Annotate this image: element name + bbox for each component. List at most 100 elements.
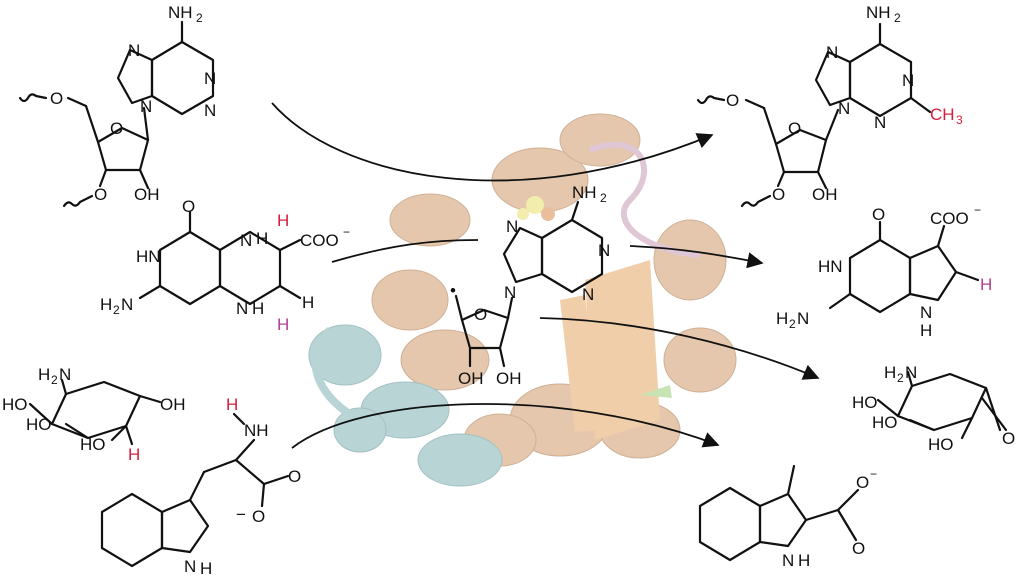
label-coo: COO	[930, 209, 969, 228]
atom-n: N	[826, 43, 838, 62]
sam-ligand-sticks	[517, 196, 555, 221]
atom-o: O	[1002, 429, 1015, 448]
atom-o: O	[772, 185, 785, 204]
arrow-preq0	[331, 239, 479, 263]
label-oh: OH	[134, 185, 160, 204]
atom-n: N	[184, 557, 196, 576]
atom-o: O	[474, 305, 487, 324]
label-h-red: H	[277, 211, 289, 230]
atom-n: N	[236, 299, 248, 318]
atom-o: O	[50, 89, 63, 108]
label-sub-2: 2	[113, 303, 120, 317]
label-ho: HO	[26, 415, 52, 434]
atom-n: N	[204, 69, 216, 88]
atom-n: N	[506, 217, 518, 236]
label-h2n: H	[776, 309, 788, 328]
label-oh: OH	[496, 369, 522, 388]
radical-dot: •	[450, 281, 456, 300]
label-h: H	[920, 321, 932, 340]
label-h-magenta: H	[980, 275, 992, 294]
label-ho: HO	[2, 395, 28, 414]
adenosine-substrate: NH 2 N N N N O O OH O	[18, 3, 216, 208]
protein-structure	[308, 113, 737, 487]
label-h2n: H	[100, 295, 112, 314]
atom-n: N	[838, 99, 850, 118]
label-h: H	[252, 299, 264, 318]
label-ho: HO	[80, 435, 106, 454]
label-h: H	[200, 559, 212, 578]
methylated-adenosine-product: NH 2 N N N N CH 3 O O OH O	[696, 3, 963, 208]
orange-beta-sheet	[560, 260, 660, 440]
label-sub-2: 2	[789, 317, 796, 331]
adenosyl-radical: NH 2 N N N N O • OH OH	[450, 183, 610, 388]
atom-n: N	[598, 241, 610, 260]
label-nh2: NH	[572, 183, 597, 202]
label-h-red: H	[128, 445, 140, 464]
label-ch3: CH	[930, 105, 955, 124]
atom-n: N	[902, 71, 914, 90]
teal-domain	[308, 324, 503, 487]
label-minus: −	[236, 505, 246, 524]
arrow-methylation	[271, 102, 714, 182]
atom-o: O	[788, 119, 801, 138]
deazaguanine-product: O HN COO − H N H H 2 N	[776, 203, 992, 340]
label-nh2: NH	[866, 3, 891, 22]
atom-o: O	[872, 205, 885, 224]
label-hn: HN	[136, 247, 161, 266]
arrow-deoxystreptamine	[539, 317, 820, 380]
label-minus: −	[870, 467, 877, 481]
label-ho: HO	[928, 435, 954, 454]
label-coo: COO	[300, 231, 339, 250]
atom-o: O	[94, 185, 107, 204]
atom-o: O	[726, 91, 739, 110]
label-h2n: H	[38, 365, 50, 384]
atom-n: N	[128, 41, 140, 60]
tryptophan-substrate: N H H NH H O − O	[100, 395, 301, 578]
label-oh: OH	[160, 395, 186, 414]
label-h-magenta: H	[277, 315, 289, 334]
label-h: H	[798, 551, 810, 570]
label-sub-2: 2	[51, 373, 58, 387]
label-sub-2: 2	[897, 371, 904, 385]
atom-n: N	[59, 365, 71, 384]
atom-n: N	[905, 363, 917, 382]
label-ho: HO	[852, 393, 878, 412]
atom-n: N	[797, 309, 809, 328]
label-nh: NH	[244, 421, 269, 440]
label-ho: HO	[872, 413, 898, 432]
label-nh2: NH	[168, 3, 193, 22]
label-oh: OH	[812, 185, 838, 204]
pink-loop	[588, 141, 701, 258]
label-minus: −	[974, 203, 981, 217]
atom-n: N	[920, 303, 932, 322]
reaction-arrows	[271, 102, 820, 449]
arrow-preq0-out	[629, 245, 764, 269]
atom-n: N	[582, 285, 594, 304]
inosose-product: H 2 N HO HO HO O	[852, 363, 1015, 454]
atom-o: O	[182, 197, 195, 216]
atom-o: O	[856, 473, 869, 492]
pterin-substrate: O HN N H N H H H COO − H H 2 N	[100, 197, 350, 334]
atom-n: N	[504, 283, 516, 302]
methylindole-product: O − O N H	[698, 464, 877, 570]
atom-o: O	[252, 507, 265, 526]
atom-n: N	[140, 97, 152, 116]
label-hn: HN	[818, 257, 843, 276]
label-h: H	[302, 293, 314, 312]
label-minus: −	[343, 225, 350, 239]
label-h-red: H	[226, 395, 238, 414]
label-sub-2: 2	[894, 11, 901, 25]
atom-n: N	[121, 295, 133, 314]
green-strand	[640, 385, 672, 398]
atom-n: N	[782, 551, 794, 570]
label-h2n: H	[884, 363, 896, 382]
inosamine-substrate: H 2 N HO HO HO OH H	[2, 365, 186, 464]
label-oh: OH	[458, 369, 484, 388]
label-sub-2: 2	[196, 11, 203, 25]
atom-o: O	[110, 119, 123, 138]
atom-n: N	[240, 231, 252, 250]
atom-n: N	[204, 101, 216, 120]
atom-o: O	[852, 539, 865, 558]
